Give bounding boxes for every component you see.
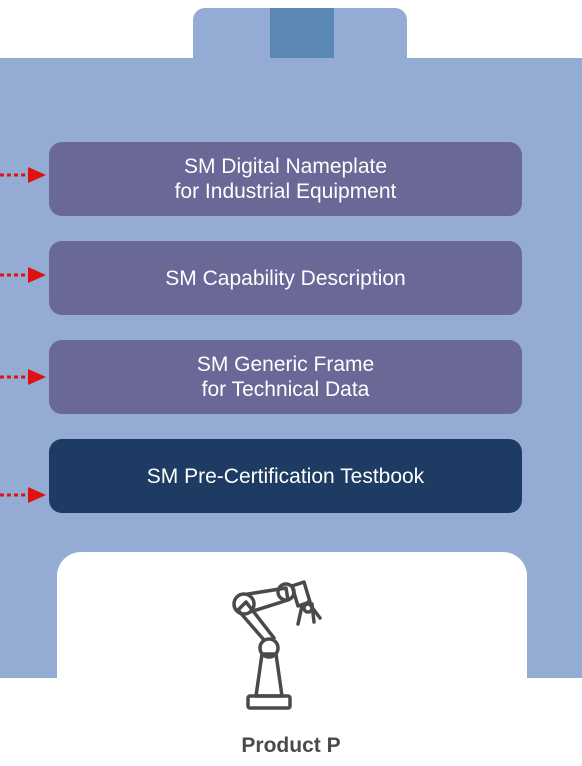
arrow-icon <box>0 167 46 183</box>
submodel-pre-certification-testbook: SM Pre-Certification Testbook <box>49 439 522 513</box>
arrow-icon <box>0 267 46 283</box>
product-label: Product P <box>241 734 341 757</box>
submodel-label-line1: SM Generic Frame <box>196 353 375 376</box>
shell-tab-marker <box>270 8 334 58</box>
arrow-icon <box>0 487 46 503</box>
arrow-icon <box>0 369 46 385</box>
submodel-label-line2: for Industrial Equipment <box>174 180 397 203</box>
submodel-digital-nameplate: SM Digital Nameplate for Industrial Equi… <box>49 142 522 216</box>
submodel-label-line1: SM Capability Description <box>165 266 406 290</box>
robot-arm-icon <box>232 580 322 710</box>
submodel-label-line1: SM Pre-Certification Testbook <box>146 464 425 488</box>
submodel-generic-frame: SM Generic Frame for Technical Data <box>49 340 522 414</box>
submodel-capability-description: SM Capability Description <box>49 241 522 315</box>
submodel-label-line1: SM Digital Nameplate <box>183 155 388 178</box>
submodel-label-line2: for Technical Data <box>201 378 370 401</box>
